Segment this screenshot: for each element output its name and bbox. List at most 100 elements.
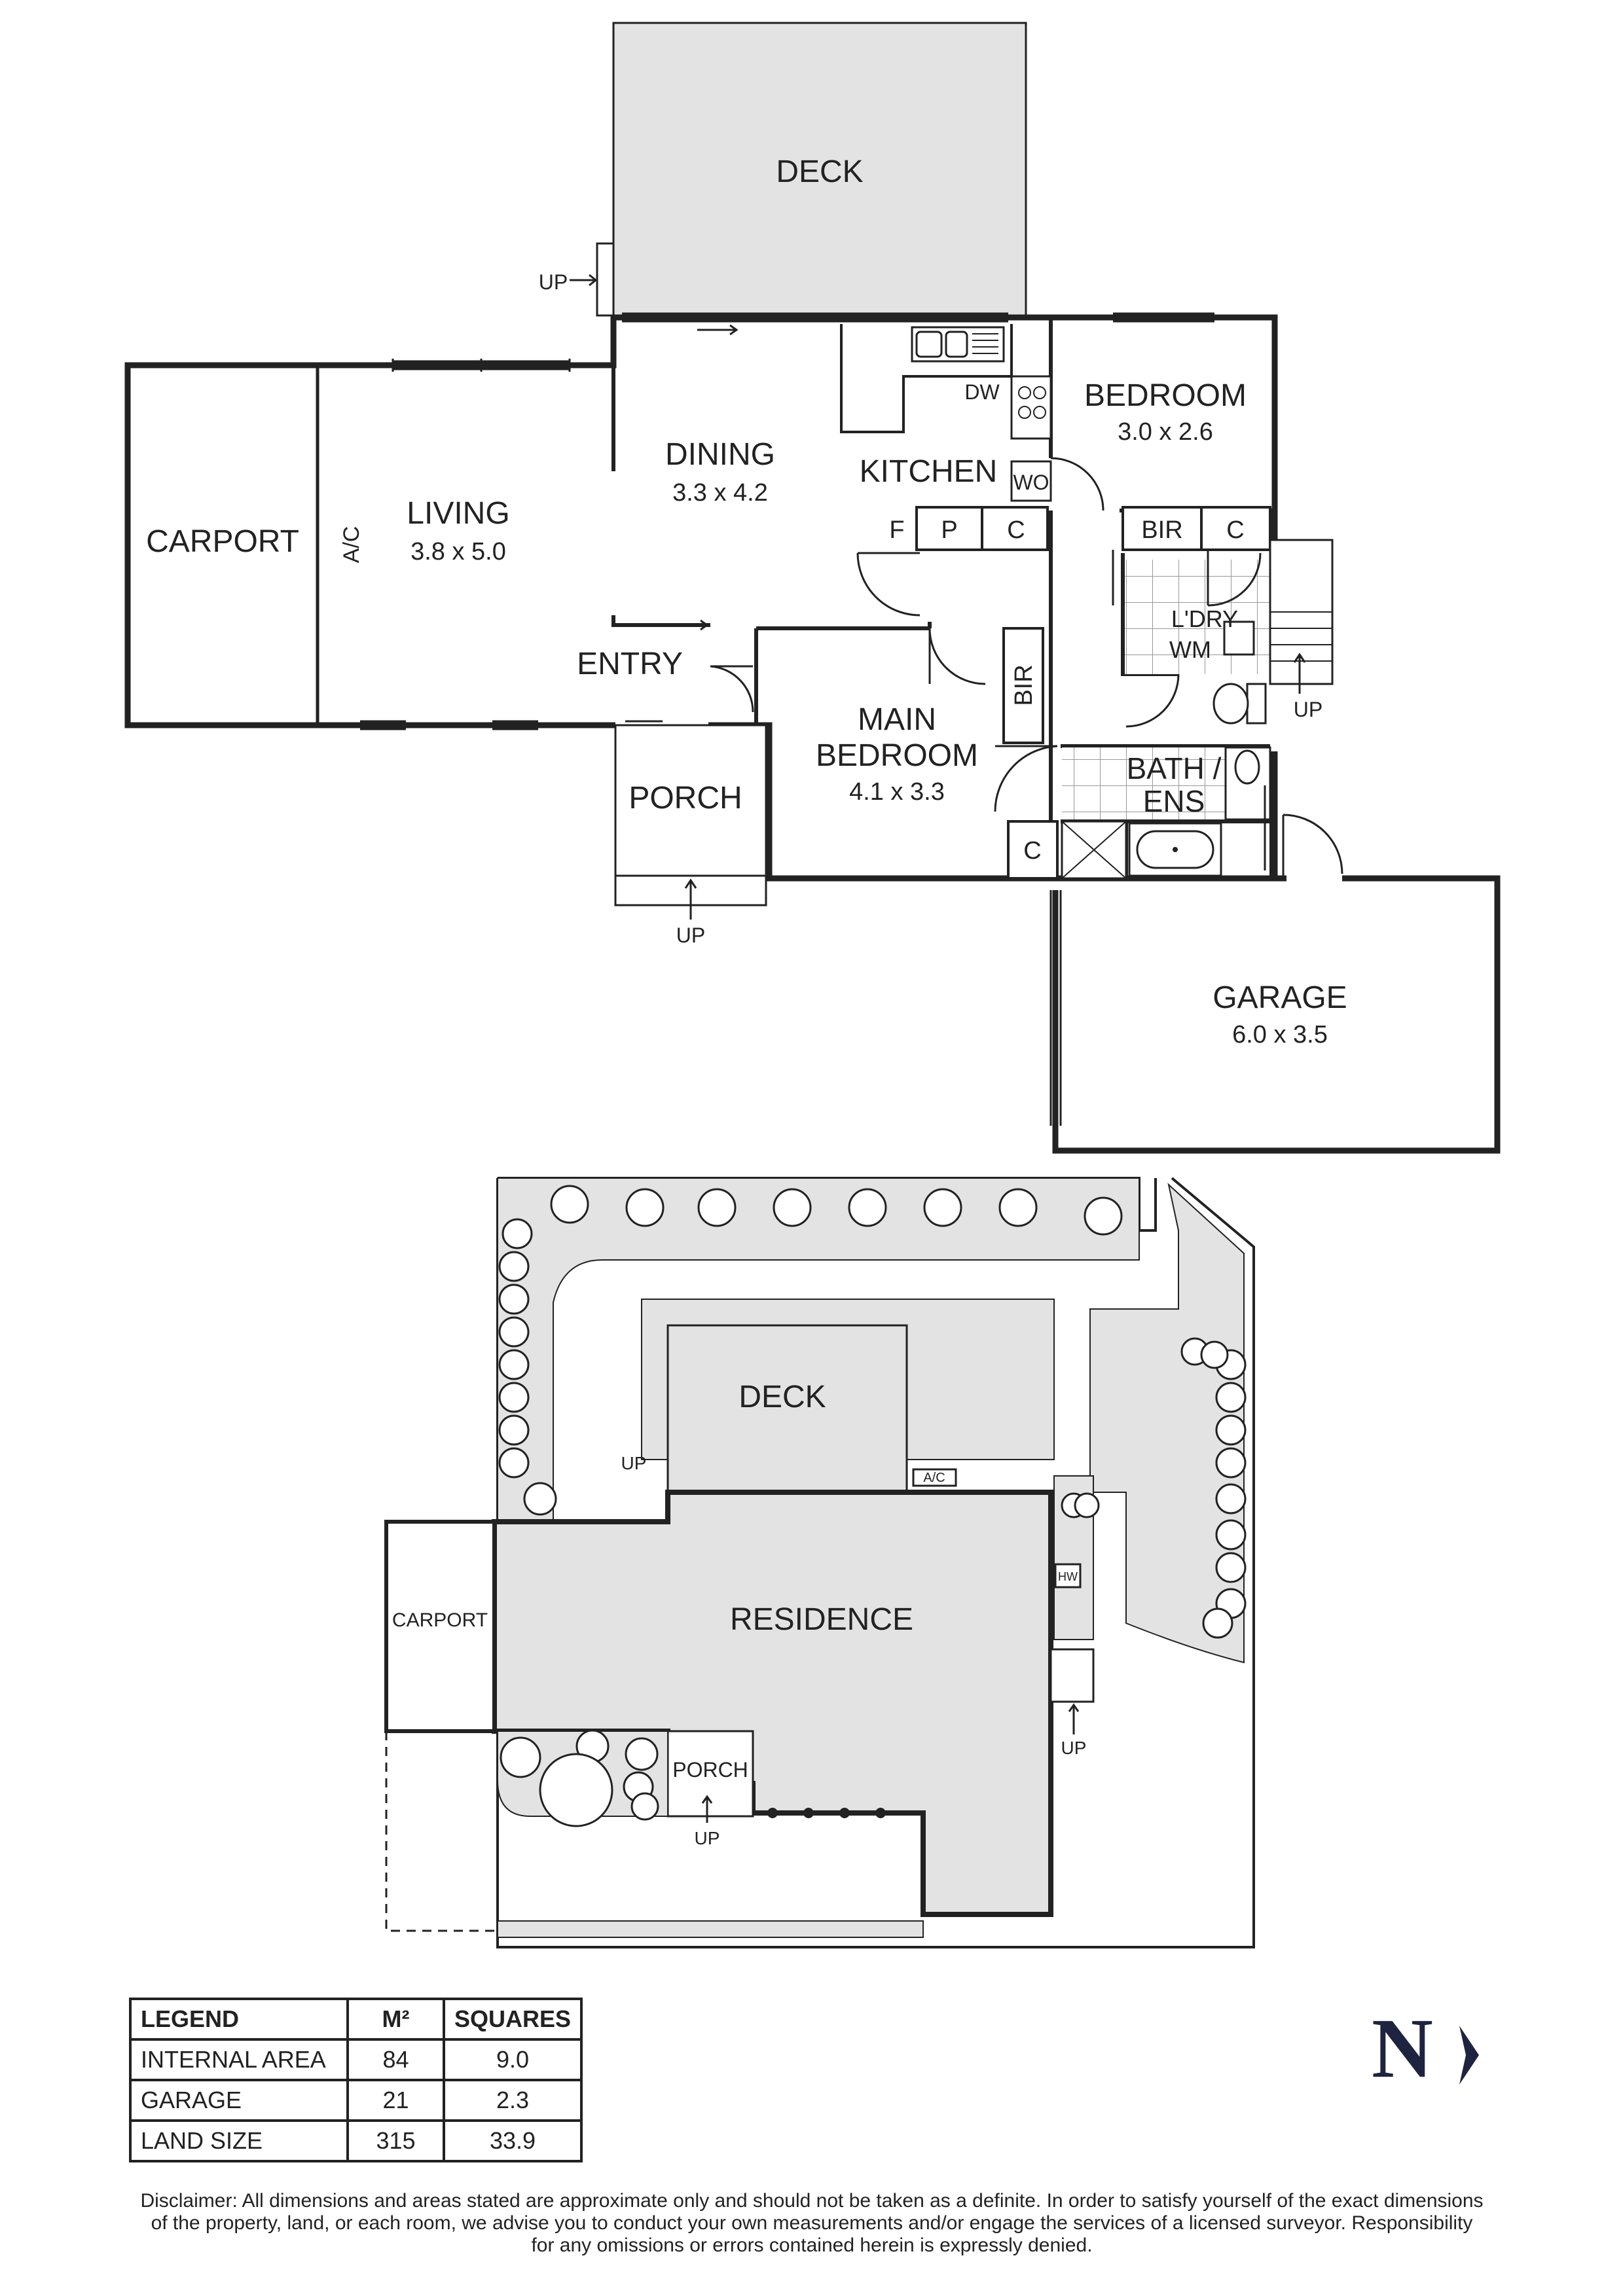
f-label: F <box>889 516 904 544</box>
site-porch-label: PORCH <box>672 1758 748 1782</box>
legend-table: LEGEND M² SQUARES INTERNAL AREA 84 9.0 G… <box>129 1998 583 2162</box>
bedroom-dim: 3.0 x 2.6 <box>1118 418 1213 446</box>
squares-header: SQUARES <box>442 1998 583 2041</box>
toilet-bowl <box>1213 683 1249 725</box>
laundry-tub <box>1223 620 1255 656</box>
hw-unit <box>1054 1563 1082 1588</box>
table-row: INTERNAL AREA 84 9.0 <box>129 2038 583 2081</box>
deck-label: DECK <box>776 154 863 189</box>
up-arrow <box>684 878 697 920</box>
up-label: UP <box>539 270 568 294</box>
shrubs <box>498 1185 1247 1827</box>
bedroom-window <box>1113 312 1214 323</box>
legend-header-row: LEGEND M² SQUARES <box>129 1998 583 2041</box>
disclaimer: Disclaimer: All dimensions and areas sta… <box>65 2190 1558 2257</box>
cooktop <box>1010 375 1052 440</box>
legend-squares: 9.0 <box>442 2038 583 2081</box>
table-row: LAND SIZE 315 33.9 <box>129 2119 583 2162</box>
entry-arrow <box>661 619 709 631</box>
garage-dim: 6.0 x 3.5 <box>1232 1021 1328 1049</box>
disclaimer-line: Disclaimer: All dimensions and areas sta… <box>140 2190 1484 2212</box>
laundry-stair-treads <box>1270 611 1332 662</box>
bir-label: BIR <box>1010 664 1038 706</box>
ac-unit <box>912 1468 957 1487</box>
carport-outline <box>384 1520 496 1733</box>
floor-plan: DECK UP CARPORT A/C LIVING 3.8 x 5.0 DIN… <box>124 22 1501 1154</box>
site-plan: DECK UP A/C RESIDENCE CARPORT HW UP PORC… <box>384 1177 1255 1948</box>
dining-label: DINING <box>665 437 775 472</box>
bath-tiles <box>1062 747 1226 819</box>
living-label: LIVING <box>407 496 509 531</box>
living-dim: 3.8 x 5.0 <box>410 538 506 565</box>
disclaimer-line: for any omissions or errors contained he… <box>531 2234 1093 2256</box>
door-swings <box>710 457 1343 878</box>
cooktop-burners <box>1018 386 1046 419</box>
site-carport-label: CARPORT <box>392 1609 488 1631</box>
living-window <box>392 359 571 372</box>
residence-footprint <box>492 1490 1053 1917</box>
drainer <box>972 333 998 354</box>
carport-dashed <box>385 1731 498 1932</box>
site-up-label: UP <box>695 1828 720 1848</box>
c-label: C <box>1023 837 1041 865</box>
legend-m2: 21 <box>346 2079 445 2122</box>
driveway-strip <box>497 1920 924 1938</box>
carport-label: CARPORT <box>146 524 299 559</box>
legend-m2: 84 <box>346 2038 445 2081</box>
residence-label: RESIDENCE <box>730 1602 913 1637</box>
c-label: C <box>1226 516 1244 544</box>
disclaimer-line: of the property, land, or each room, we … <box>151 2212 1473 2234</box>
legend-squares: 33.9 <box>442 2119 583 2162</box>
deck-area <box>612 22 1027 319</box>
wo-label: WO <box>1013 471 1049 494</box>
bath-label: BATH / <box>1127 751 1222 785</box>
sink-bowl <box>945 331 968 358</box>
wm-label: WM <box>1169 636 1211 663</box>
c-label: C <box>1007 516 1025 544</box>
table-row: GARAGE 21 2.3 <box>129 2079 583 2122</box>
vanity-basin <box>1234 749 1260 785</box>
up-arrow <box>1293 653 1306 694</box>
toilet-cistern <box>1246 683 1267 725</box>
bedroom-robe <box>1122 506 1271 551</box>
up-label: UP <box>1294 698 1322 721</box>
site-deck-label: DECK <box>739 1380 826 1414</box>
laundry-label: L'DRY <box>1171 605 1238 632</box>
legend-m2: 315 <box>346 2119 445 2162</box>
dw-label: DW <box>964 380 1000 404</box>
ac-label: A/C <box>339 526 364 564</box>
dining-dim: 3.3 x 4.2 <box>672 479 768 507</box>
kitchen-label: KITCHEN <box>860 454 998 489</box>
north-label: N <box>1372 2001 1433 2096</box>
north-arrow-icon <box>1459 2026 1479 2085</box>
wall-oven <box>1010 460 1052 502</box>
legend-label: LAND SIZE <box>129 2119 349 2162</box>
site-up-label: UP <box>1061 1738 1087 1758</box>
legend-squares: 2.3 <box>442 2079 583 2122</box>
site-hw-label: HW <box>1058 1570 1078 1583</box>
deck-step <box>596 242 615 317</box>
bath-c-cupboard <box>1007 820 1059 880</box>
garage-label: GARAGE <box>1213 980 1347 1015</box>
legend-label: GARAGE <box>129 2079 349 2122</box>
kitchen-bench <box>840 324 1013 433</box>
up-arrow <box>570 274 598 287</box>
bir-label: BIR <box>1141 516 1182 544</box>
legend-label: INTERNAL AREA <box>129 2038 349 2081</box>
bedroom-label: BEDROOM <box>1084 378 1247 413</box>
p-label: P <box>941 516 957 544</box>
main-bedroom-dim: 4.1 x 3.3 <box>849 778 945 806</box>
up-arrow <box>1068 1703 1080 1734</box>
up-label: UP <box>676 924 705 947</box>
side-stair <box>1049 1648 1095 1703</box>
dining-sliding-door <box>622 312 1008 336</box>
up-arrow <box>701 1795 713 1823</box>
site-ac-label: A/C <box>923 1471 945 1485</box>
carport-outline <box>124 362 318 728</box>
main-bedroom-label: BEDROOM <box>816 738 978 773</box>
bollards <box>767 1808 886 1818</box>
porch-label: PORCH <box>629 781 742 816</box>
bath-label: ENS <box>1143 784 1205 818</box>
garage-wall <box>1052 875 1501 1154</box>
